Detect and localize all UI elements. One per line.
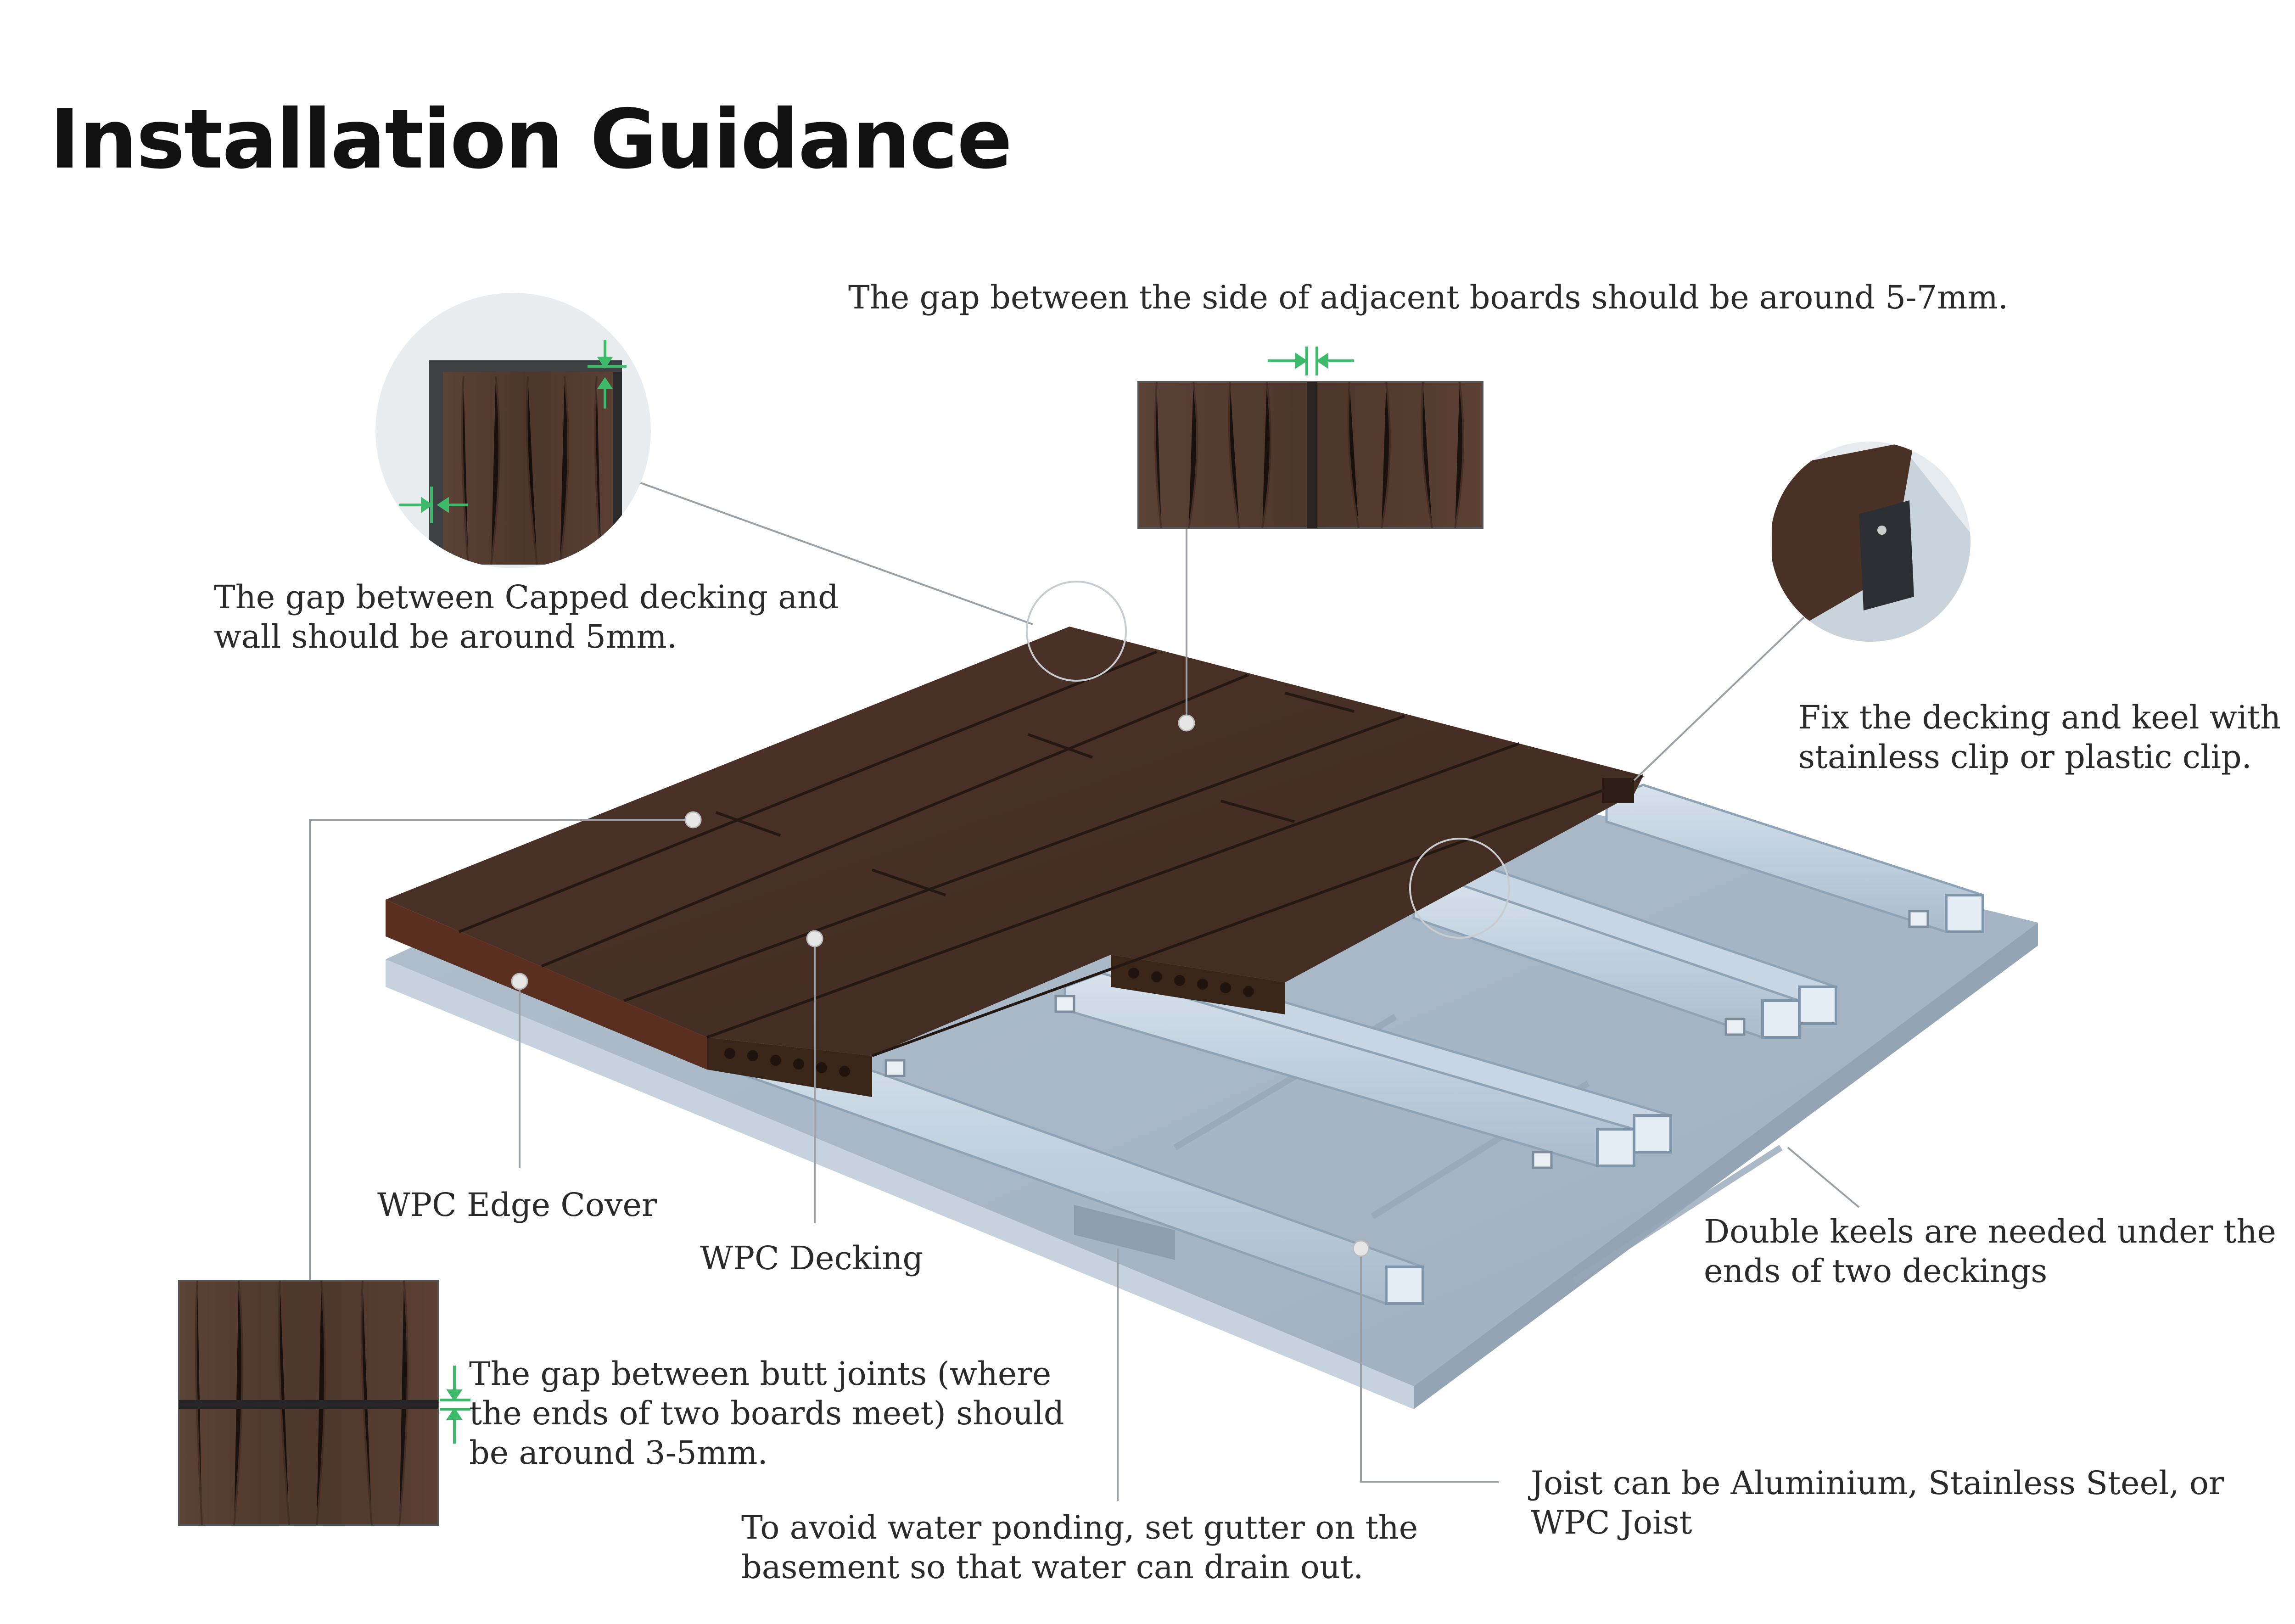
callout-dot-icon <box>806 930 823 947</box>
caption-gutter: To avoid water ponding, set gutter on th… <box>741 1509 1418 1586</box>
callout-dot-icon <box>684 811 702 829</box>
side-gap-inset <box>1137 347 1483 529</box>
wall-gap-inset <box>375 293 651 568</box>
caption-edge-cover: WPC Edge Cover <box>377 1186 657 1224</box>
caption-side-gap: The gap between the side of adjacent boa… <box>848 279 2009 316</box>
caption-joist: Joist can be Aluminium, Stainless Steel,… <box>1531 1464 2224 1541</box>
gap-arrow-icon <box>1268 347 1354 375</box>
gap-arrow-icon <box>399 340 627 523</box>
clip-inset <box>1770 442 1970 642</box>
callout-dot-icon <box>511 973 528 990</box>
callout-dot-icon <box>1178 714 1195 732</box>
caption-double-keel: Double keels are needed under the ends o… <box>1704 1213 2276 1290</box>
gutter-slot <box>1074 1205 1175 1260</box>
butt-joint-inset <box>178 1280 470 1526</box>
decking-boards <box>386 627 1644 1097</box>
callout-dot-icon <box>1352 1240 1370 1257</box>
callout-dots <box>511 714 1370 1257</box>
leader-lines <box>309 481 1860 1501</box>
caption-clip: Fix the decking and keel with stainless … <box>1798 699 2281 776</box>
page-title: Installation Guidance <box>50 92 1013 187</box>
joists <box>715 784 1984 1305</box>
caption-wall-gap: The gap between Capped decking and wall … <box>214 578 839 655</box>
gap-arrow-icon <box>440 1366 470 1444</box>
edge-cover <box>386 900 707 1070</box>
caption-decking: WPC Decking <box>700 1239 924 1277</box>
caption-butt-gap: The gap between butt joints (where the e… <box>469 1355 1064 1472</box>
